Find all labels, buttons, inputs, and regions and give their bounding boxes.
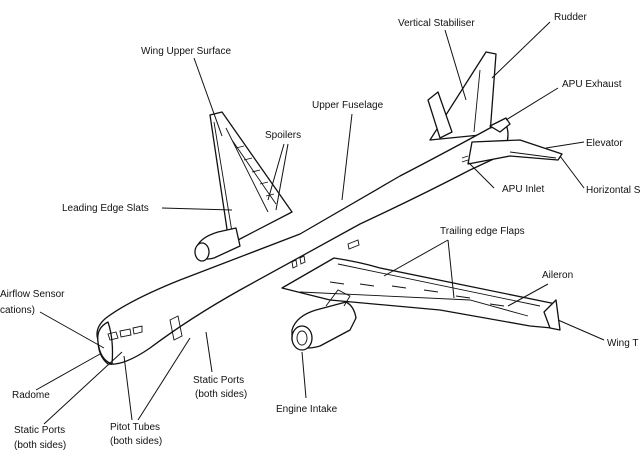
- leader-elevator: [545, 141, 585, 149]
- left-wing: [209, 111, 293, 241]
- leader-rudder: [491, 21, 551, 79]
- leader-apu-inlet: [467, 161, 495, 189]
- label-horizontal-stabiliser: Horizontal S: [586, 185, 640, 196]
- label-radome: Radome: [12, 390, 50, 401]
- label-upper-fuselage: Upper Fuselage: [312, 100, 384, 111]
- cockpit-windows: [107, 325, 143, 341]
- forward-door: [169, 315, 183, 341]
- leader-radome: [35, 353, 101, 391]
- apu-exhaust-shape: [489, 117, 511, 133]
- leader-trailing-edge-flaps-b: [447, 239, 455, 299]
- label-aileron: Aileron: [542, 270, 573, 281]
- aircraft-outline: [96, 51, 563, 365]
- leader-upper-fuselage: [341, 113, 353, 201]
- label-leading-edge-slats: Leading Edge Slats: [62, 203, 149, 214]
- label-pitot-tubes-sides: (both sides): [110, 436, 162, 447]
- label-engine-intake: Engine Intake: [276, 404, 338, 415]
- rear-windows: [291, 239, 360, 269]
- right-wing-flap-line: [299, 291, 529, 317]
- leader-static-ports-right: [205, 331, 213, 373]
- leader-trailing-edge-flaps-a: [383, 239, 449, 277]
- label-static-ports-right: Static Ports: [193, 375, 244, 386]
- rudder-line: [473, 69, 481, 133]
- right-winglet: [543, 299, 561, 331]
- right-wing-slat-line: [337, 263, 541, 307]
- right-engine-pylon: [325, 289, 351, 307]
- leader-airflow-sensor: [39, 311, 105, 349]
- label-spoilers: Spoilers: [265, 130, 301, 141]
- radome-shape: [97, 321, 114, 365]
- label-rudder: Rudder: [554, 12, 587, 23]
- leader-spoilers-b: [275, 143, 289, 211]
- dorsal-fin: [427, 91, 453, 139]
- leader-wing-tip: [557, 319, 605, 341]
- label-elevator: Elevator: [586, 138, 623, 149]
- leader-leading-edge-slats: [161, 207, 233, 211]
- label-vertical-stabiliser: Vertical Stabiliser: [398, 18, 475, 29]
- leader-vertical-stabiliser: [444, 29, 467, 101]
- elevator-line: [509, 151, 557, 159]
- apu-inlet-vent: [461, 155, 469, 163]
- left-engine-intake: [194, 242, 210, 262]
- leader-spoilers-a: [267, 143, 285, 201]
- left-wing-slat-line: [213, 121, 233, 233]
- leader-lines: [35, 21, 605, 425]
- label-apu-exhaust: APU Exhaust: [562, 79, 622, 90]
- label-airflow-sensor: Airflow Sensor: [0, 289, 65, 300]
- leader-apu-exhaust: [505, 87, 559, 121]
- leader-pitot-tubes-a: [123, 355, 133, 421]
- labels: Vertical Stabiliser Rudder Wing Upper Su…: [0, 12, 640, 451]
- label-wing-tip: Wing T: [607, 338, 639, 349]
- label-static-ports-left: Static Ports: [14, 425, 65, 436]
- label-wing-upper-surface: Wing Upper Surface: [141, 46, 231, 57]
- leader-horizontal-stabiliser: [559, 155, 585, 189]
- leader-wing-upper-surface: [193, 57, 223, 137]
- horizontal-stabiliser-shape: [467, 139, 563, 165]
- label-trailing-edge-flaps: Trailing edge Flaps: [440, 226, 525, 237]
- right-engine-intake-inner: [296, 330, 308, 346]
- left-wing-spoiler-panels: [235, 145, 275, 197]
- leader-engine-intake: [301, 351, 307, 399]
- leader-static-ports-left: [43, 351, 123, 425]
- right-wing-panels: [329, 281, 505, 307]
- right-engine-intake-ring: [291, 325, 313, 351]
- label-static-ports-right-sides: (both sides): [195, 389, 247, 400]
- label-pitot-tubes: Pitot Tubes: [110, 422, 160, 433]
- label-airflow-sensor-locations: cations): [0, 305, 35, 316]
- leader-aileron: [507, 283, 549, 307]
- left-wing-spoiler-line: [225, 127, 277, 213]
- right-wing: [281, 257, 557, 329]
- label-apu-inlet: APU Inlet: [502, 184, 544, 195]
- fuselage: [96, 123, 509, 365]
- label-static-ports-left-sides: (both sides): [14, 440, 66, 451]
- leader-pitot-tubes-b: [137, 337, 191, 421]
